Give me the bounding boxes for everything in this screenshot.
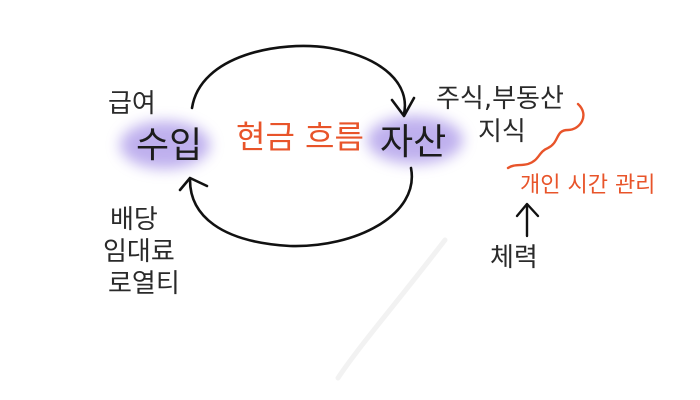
assets-note-line2: 지식 bbox=[478, 117, 526, 147]
squiggle-connector bbox=[506, 102, 585, 170]
income-highlight bbox=[120, 121, 210, 169]
center-label: 현금 흐름 bbox=[236, 118, 364, 156]
income-bottom-note-3: 로열티 bbox=[108, 269, 180, 299]
income-top-note: 급여 bbox=[108, 89, 156, 119]
time-management-label: 개인 시간 관리 bbox=[520, 173, 655, 198]
assets-label: 자산 bbox=[380, 122, 446, 163]
income-bottom-note-1: 배당 bbox=[110, 205, 158, 235]
arrow-stamina-to-time-head bbox=[515, 202, 540, 218]
income-bottom-note-2: 임대료 bbox=[103, 237, 175, 267]
stamina-label: 체력 bbox=[490, 243, 538, 273]
assets-highlight bbox=[367, 116, 463, 164]
arrow-income-to-assets-head bbox=[390, 96, 416, 118]
arrow-assets-to-income-head bbox=[178, 176, 209, 192]
assets-note-line1: 주식,부동산 bbox=[436, 84, 564, 114]
arrow-assets-to-income bbox=[188, 166, 414, 248]
income-label: 수입 bbox=[136, 125, 202, 166]
faint-brush-stroke bbox=[335, 237, 448, 381]
arrow-income-to-assets bbox=[190, 44, 407, 116]
